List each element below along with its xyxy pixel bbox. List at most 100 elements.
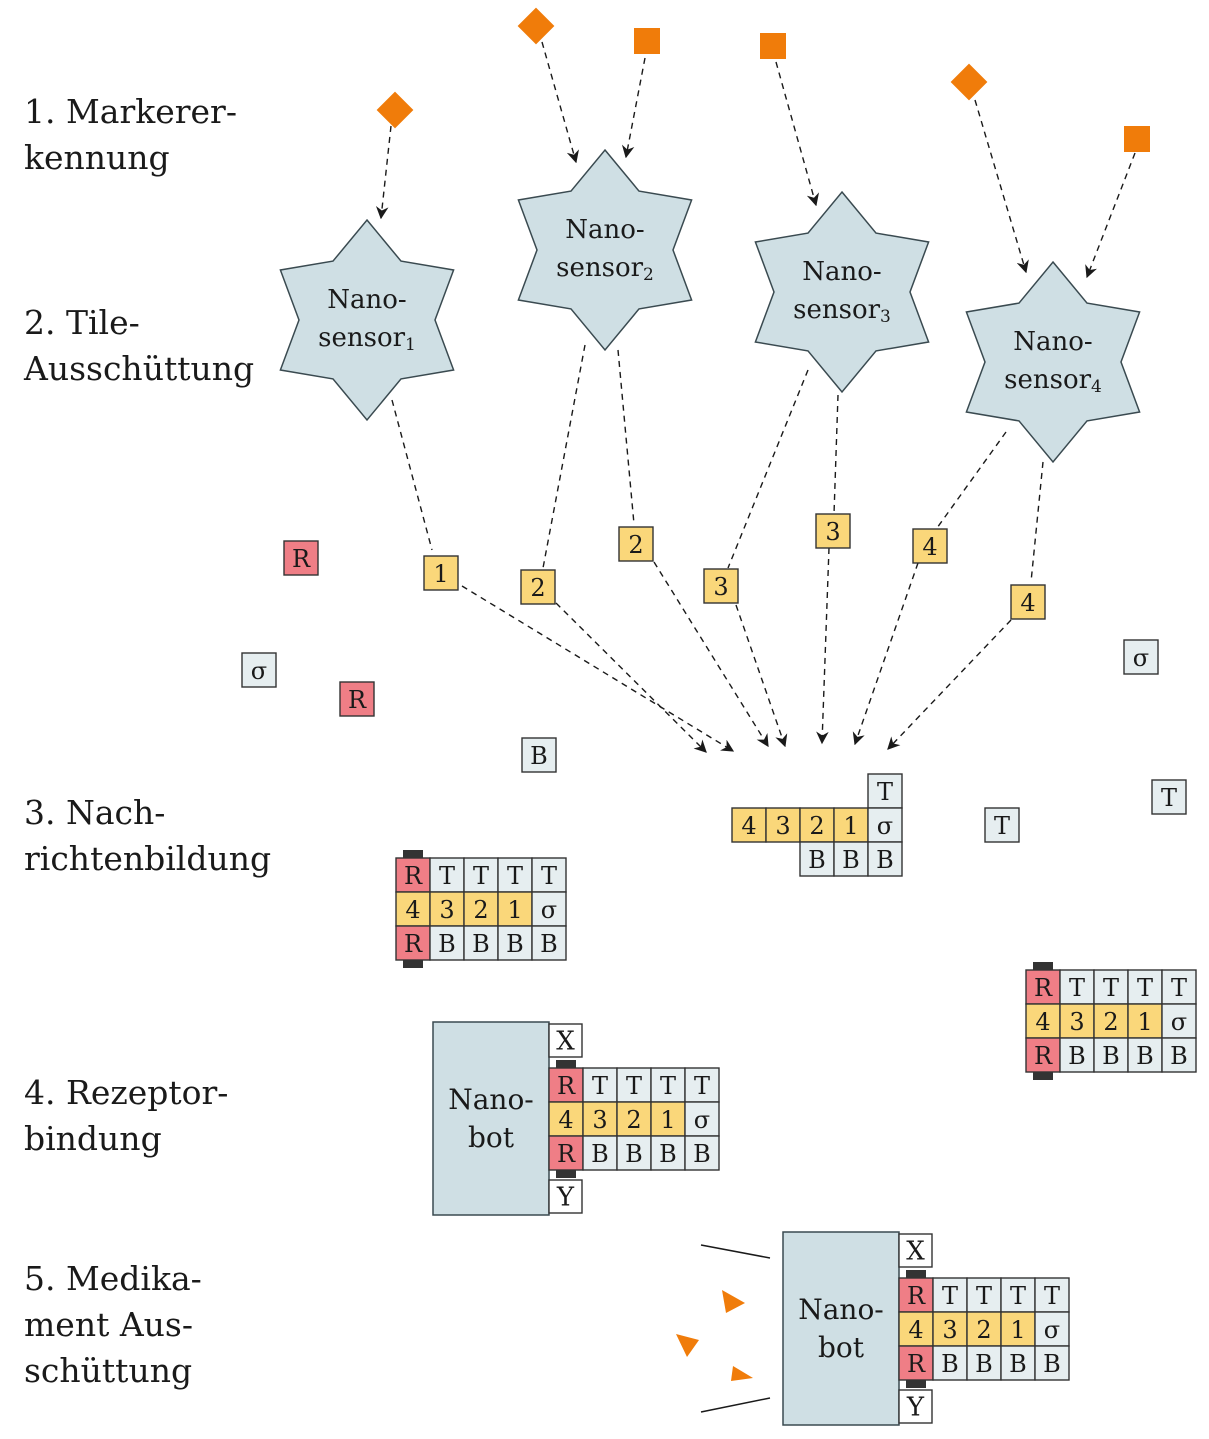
nanosensor-2-line2: sensor2: [556, 253, 654, 285]
free-tile-bottom: B: [521, 737, 557, 773]
message-floating-top-3-label: T: [1103, 974, 1119, 1002]
nanobot-stage4-message-middle-2: 3: [582, 1101, 618, 1137]
nanobot-stage4-message-bottom-3: B: [616, 1135, 652, 1171]
partial-top-tile-1-box: [867, 773, 903, 809]
message-stage3-bottom-5: B: [531, 925, 567, 961]
nanobot-stage5-receptor-y-label: Y: [906, 1393, 925, 1423]
message-stage3-top-1-box: [395, 857, 431, 893]
arrow-marker-3: [621, 57, 646, 159]
nanosensor-1: Nano-sensor1: [279, 218, 455, 422]
tile-path-6: [936, 431, 1007, 529]
free-tile-bottom-box: [521, 737, 557, 773]
partial-bottom-tile-1: B: [799, 841, 835, 877]
partial-top-tile-1: T: [867, 773, 903, 809]
nanobot-stage5-message-middle-5: σ: [1034, 1311, 1070, 1347]
nanosensor-3: Nano-sensor3: [754, 190, 930, 394]
partial-middle-tile-2-label: 3: [775, 812, 790, 840]
message-stage3-middle-5-box: [531, 891, 567, 927]
free-tile-receptor-2-label: R: [348, 686, 367, 714]
message-stage3-middle-4: 1: [497, 891, 533, 927]
nanosensor-2: Nano-sensor2: [517, 148, 693, 352]
partial-middle-tile-1: 4: [731, 807, 767, 843]
message-stage3-middle-5: σ: [531, 891, 567, 927]
emitted-tile-1-label: 1: [433, 560, 448, 588]
nanobot-stage4-message-bottom-2-label: B: [591, 1140, 609, 1168]
message-stage3-bottom-4-label: B: [506, 930, 524, 958]
nanobot-stage4-message-bottom-5-box: [684, 1135, 720, 1171]
nanobot-stage5-message-top-3-label: T: [976, 1282, 992, 1310]
message-floating-top-5-box: [1161, 969, 1197, 1005]
emitted-tile-7-label: 4: [1020, 589, 1035, 617]
emitted-tile-4: 3: [703, 568, 739, 604]
message-floating-middle-1-label: 4: [1035, 1008, 1050, 1036]
nanobot-stage4-message-middle-3: 2: [616, 1101, 652, 1137]
nanobot-stage5-message-middle-3-label: 2: [976, 1316, 991, 1344]
nanobot-stage4-message-top-1: R: [548, 1067, 584, 1103]
nanobot-stage4-message-top-2-label: T: [592, 1072, 608, 1100]
partial-bottom-tile-2: B: [833, 841, 869, 877]
nanobot-stage4-message-middle-5-label: σ: [694, 1106, 710, 1134]
nanobot-stage5-message-middle-4-box: [1000, 1311, 1036, 1347]
message-floating-bottom-1: R: [1025, 1037, 1061, 1073]
nanobot-stage5-message-middle-4: 1: [1000, 1311, 1036, 1347]
arrow-marker-4: [775, 61, 820, 207]
emitted-tile-3-label: 2: [628, 531, 643, 559]
stage-label-4: 4. Rezeptor- bindung: [24, 1073, 229, 1158]
release-line-top: [700, 1244, 771, 1259]
nanobot-stage5-message-middle-2-label: 3: [942, 1316, 957, 1344]
message-stage3-bottom-4: B: [497, 925, 533, 961]
emitted-tile-1: 1: [423, 555, 459, 591]
message-stage3-top-5-label: T: [541, 862, 557, 890]
free-tile-sigma-1-label: σ: [251, 657, 267, 685]
nanobot-stage4-line2: bot: [468, 1121, 515, 1154]
nanobot-stage5-message-bottom-5: B: [1034, 1345, 1070, 1381]
message-floating-bottom-2: B: [1059, 1037, 1095, 1073]
message-stage3-bottom-5-box: [531, 925, 567, 961]
partial-bottom-tile-3-label: B: [876, 846, 894, 874]
message-floating-top-4-box: [1127, 969, 1163, 1005]
marker-3: [634, 28, 660, 54]
nanobot-stage4-line1: Nano-: [448, 1083, 534, 1116]
partial-middle-tile-3: 2: [799, 807, 835, 843]
arrow-tile-1: [461, 585, 735, 752]
nanobot-stage4-message-bottom-1: R: [548, 1135, 584, 1171]
nanosensor-1-index: 1: [405, 335, 416, 355]
stage-label-1: 1. Markerer- kennung: [24, 92, 237, 177]
nanobot-stage4-receptor-y: Y: [548, 1179, 583, 1214]
arrow-tile-5: [816, 547, 830, 745]
release-line-bottom: [700, 1397, 771, 1413]
message-floating-top-2-box: [1059, 969, 1095, 1005]
emitted-tile-7-box: [1010, 584, 1046, 620]
message-stage3-bottom-1: R: [395, 925, 431, 961]
nanobot-stage5-message-binder-top: [906, 1270, 926, 1278]
partial-middle-tile-5: σ: [867, 807, 903, 843]
nanobot-stage5-message-middle-2: 3: [932, 1311, 968, 1347]
message-stage3-bottom-3: B: [463, 925, 499, 961]
tile-path-2: [542, 344, 586, 569]
nanobot-stage4-message-middle-2-label: 3: [592, 1106, 607, 1134]
nanosensor-3-star: [754, 190, 930, 394]
nanobot-stage4-receptor-y-label: Y: [556, 1183, 575, 1213]
message-floating-top-5: T: [1161, 969, 1197, 1005]
emitted-tile-4-box: [703, 568, 739, 604]
emitted-tile-3: 2: [618, 526, 654, 562]
message-floating-bottom-5: B: [1161, 1037, 1197, 1073]
nanobot-stage5-message-top-5-box: [1034, 1277, 1070, 1313]
nanobot-stage5-message-bottom-5-box: [1034, 1345, 1070, 1381]
nanobot-stage5-message-top-2-box: [932, 1277, 968, 1313]
emitted-tile-1-box: [423, 555, 459, 591]
nanobot-stage5-message-bottom-4: B: [1000, 1345, 1036, 1381]
nanobot-stage4-message-middle-4: 1: [650, 1101, 686, 1137]
marker-6: [1124, 126, 1150, 152]
nanobot-stage5-receptor-y: Y: [898, 1389, 933, 1424]
message-floating-middle-4: 1: [1127, 1003, 1163, 1039]
nanobot-stage5-message-bottom-3-label: B: [975, 1350, 993, 1378]
free-tile-receptor-1-box: [283, 540, 319, 576]
arrow-tile-7: [887, 619, 1012, 750]
nanobot-stage4-message-bottom-2: B: [582, 1135, 618, 1171]
nanobot-stage5-line2: bot: [818, 1331, 865, 1364]
partial-bottom-tile-3: B: [867, 841, 903, 877]
nanobot-stage5-message-bottom-2-box: [932, 1345, 968, 1381]
